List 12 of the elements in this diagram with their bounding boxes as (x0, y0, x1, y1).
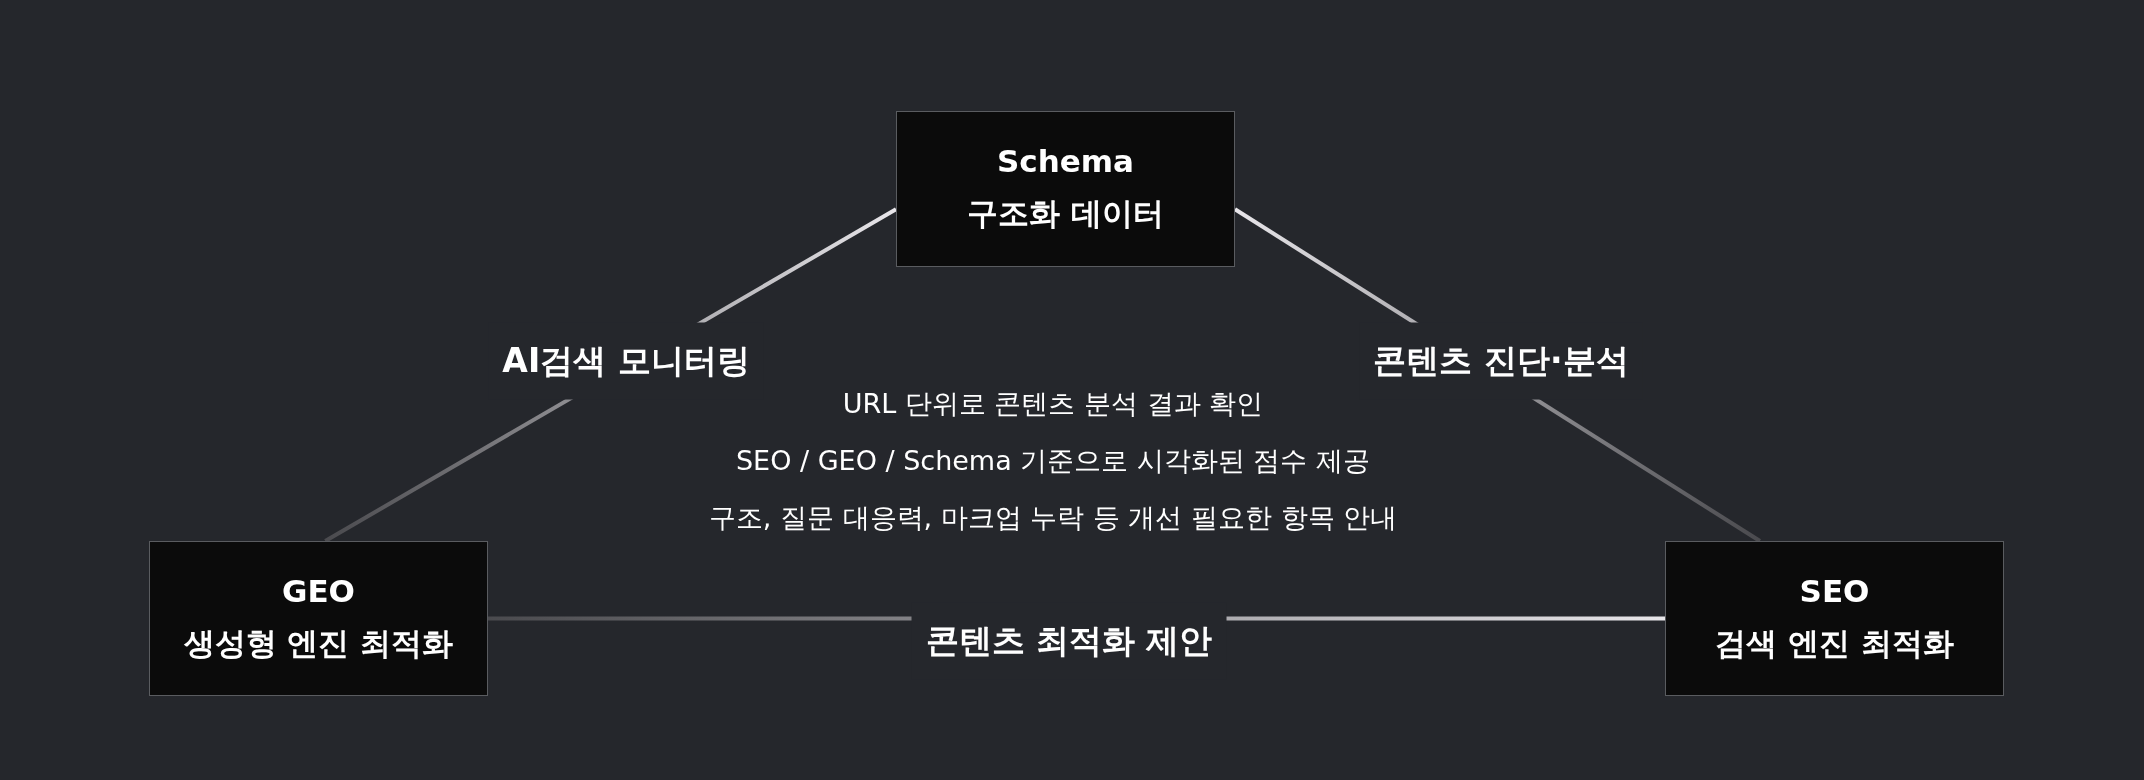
node-subtitle: 생성형 엔진 최적화 (183, 623, 454, 663)
feature-note: SEO / GEO / Schema 기준으로 시각화된 점수 제공 (735, 444, 1371, 478)
dark-box (896, 111, 1235, 267)
node-title: SEO (1799, 572, 1870, 609)
feature-note: 구조, 질문 대응력, 마크업 누락 등 개선 필요한 항목 안내 (708, 501, 1398, 535)
node-title: GEO (282, 572, 355, 609)
node-subtitle: 구조화 데이터 (967, 194, 1164, 233)
feature-note: URL 단위로 콘텐츠 분석 결과 확인 (842, 387, 1264, 421)
dark-box (1665, 541, 2004, 696)
node-title: Schema (997, 143, 1134, 179)
node-subtitle: 검색 엔진 최적화 (1715, 623, 1954, 663)
dark-box (149, 541, 488, 696)
